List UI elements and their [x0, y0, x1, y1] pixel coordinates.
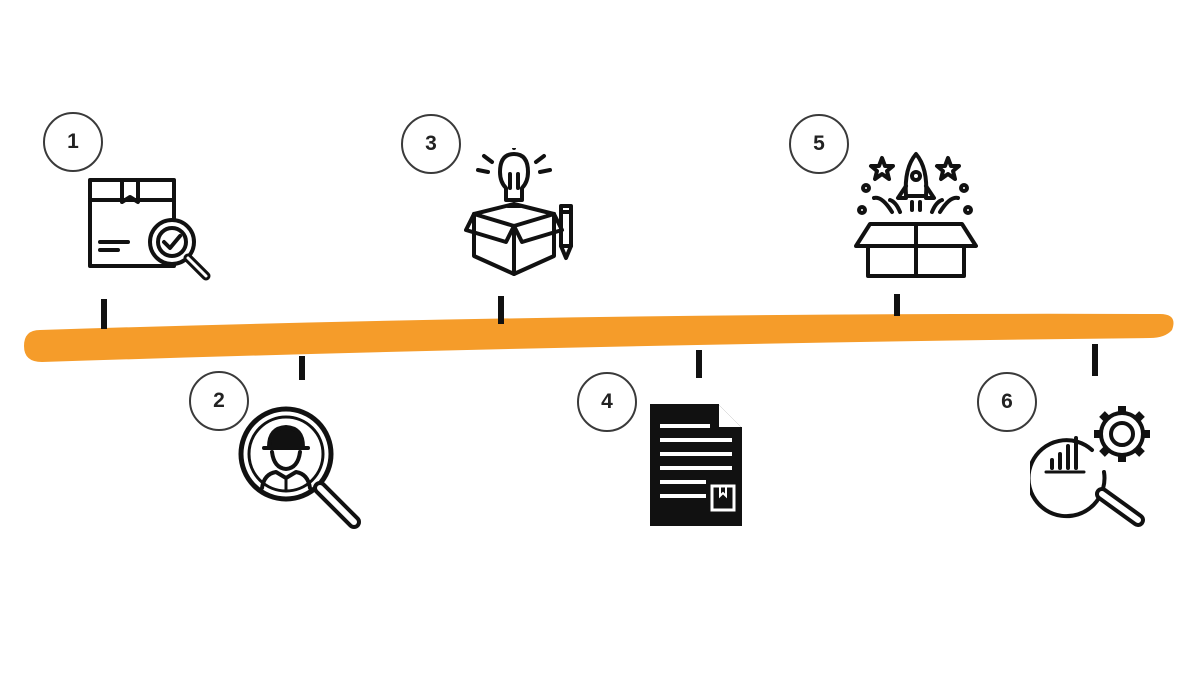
timeline-bar	[24, 313, 1174, 362]
shipping-document-icon	[650, 404, 742, 526]
connector-tick-5	[894, 294, 900, 316]
step-number-badge: 5	[789, 114, 849, 174]
connector-tick-2	[299, 356, 305, 380]
product-launch-icon	[854, 152, 978, 278]
step-number-badge: 4	[577, 372, 637, 432]
worker-search-icon	[238, 406, 361, 529]
step-number-badge: 1	[43, 112, 103, 172]
connector-tick-6	[1092, 344, 1098, 376]
step-number-badge: 2	[189, 371, 249, 431]
idea-box-icon	[464, 148, 573, 276]
analytics-settings-icon	[1030, 406, 1150, 527]
connector-tick-1	[101, 299, 107, 329]
step-number-badge: 3	[401, 114, 461, 174]
connector-tick-4	[696, 350, 702, 378]
package-inspection-icon	[88, 178, 211, 281]
step-number-badge: 6	[977, 372, 1037, 432]
connector-tick-3	[498, 296, 504, 324]
